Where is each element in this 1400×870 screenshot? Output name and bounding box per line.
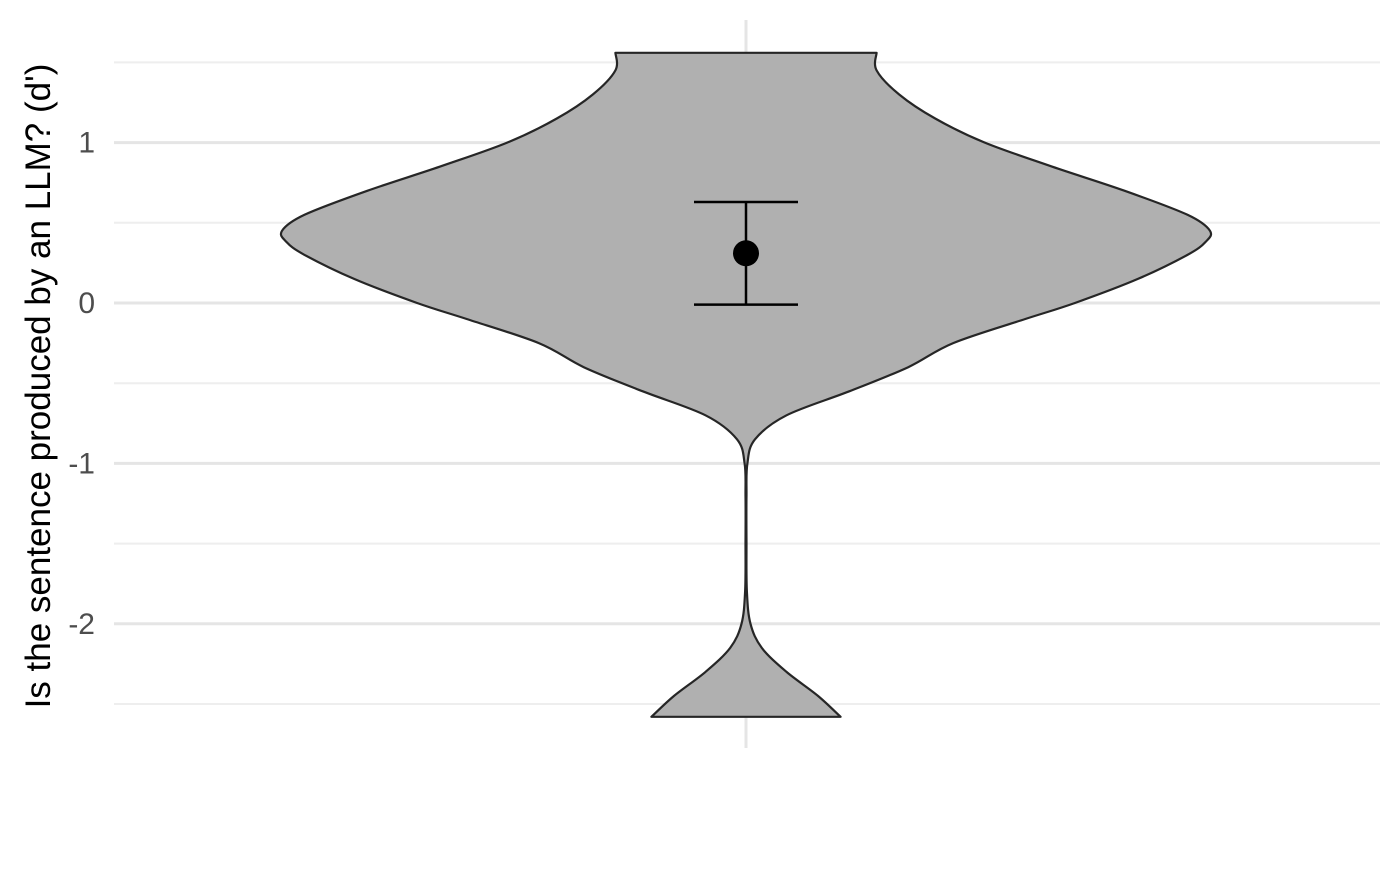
y-axis-title: Is the sentence produced by an LLM? (d') [19,64,58,709]
mean-point [733,240,759,267]
summary-layer [694,200,798,306]
y-tick-label: 1 [78,127,95,160]
y-tick-label: -2 [68,608,95,641]
violin-layer [279,51,1213,718]
y-tick-label: 0 [78,287,95,320]
y-tick-labels: 1 0 -1 -2 [68,127,95,641]
violin-body [279,51,1213,718]
y-tick-label: -1 [68,447,95,480]
